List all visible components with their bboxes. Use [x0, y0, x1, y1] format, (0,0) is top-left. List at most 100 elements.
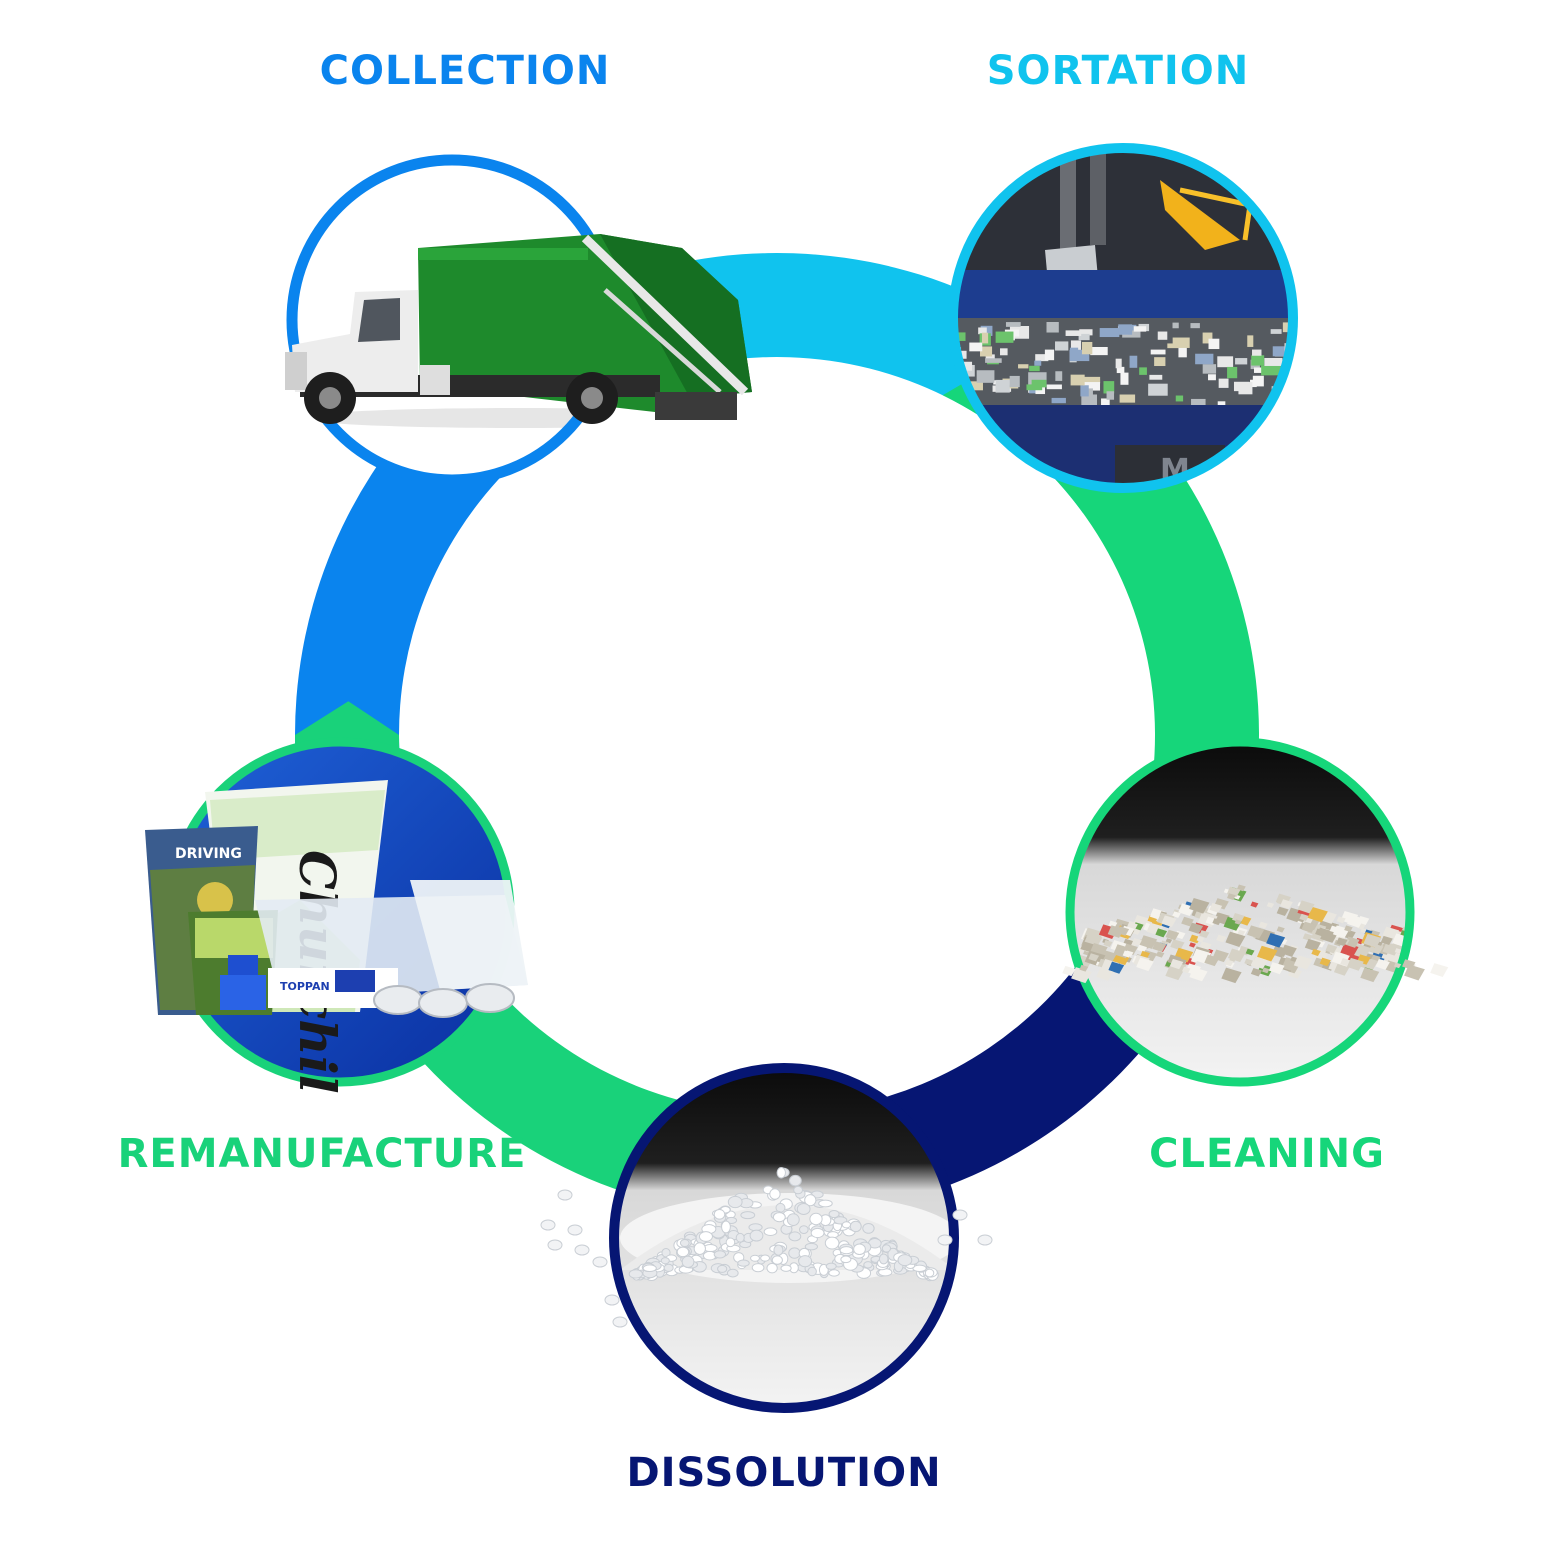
resin-pellet	[772, 1256, 782, 1264]
resin-pellet	[752, 1264, 764, 1272]
debris-piece	[1118, 324, 1132, 334]
debris-piece	[1018, 364, 1028, 368]
resin-pellet	[854, 1244, 866, 1255]
debris-piece	[977, 370, 995, 383]
debris-piece	[1071, 375, 1085, 386]
debris-piece	[1252, 350, 1261, 356]
resin-pellet	[800, 1226, 809, 1234]
debris-piece	[1173, 323, 1179, 329]
debris-piece	[969, 343, 982, 352]
resin-pellet	[882, 1245, 890, 1252]
debris-piece	[1209, 339, 1220, 349]
debris-piece	[1261, 366, 1281, 376]
debris-piece	[1235, 358, 1247, 364]
resin-pellet	[694, 1243, 705, 1255]
resin-pellet	[770, 1189, 780, 1199]
resin-pellet	[953, 1210, 967, 1220]
resin-pellet	[568, 1225, 582, 1235]
resin-pellet	[863, 1223, 874, 1233]
debris-piece	[1203, 364, 1216, 373]
debris-piece	[1100, 328, 1120, 337]
resin-pellet	[680, 1240, 689, 1247]
plastic-flake	[1412, 937, 1424, 946]
debris-piece	[1120, 373, 1128, 385]
resin-pellet	[842, 1222, 850, 1228]
debris-piece	[1090, 347, 1107, 355]
debris-piece	[985, 358, 1002, 363]
resin-pellet	[777, 1168, 785, 1179]
debris-piece	[1234, 382, 1250, 391]
resin-pellet	[548, 1240, 562, 1250]
resin-pellet	[741, 1212, 755, 1219]
resin-pellet	[682, 1256, 694, 1267]
debris-piece	[1148, 384, 1168, 396]
debris-piece	[1080, 385, 1088, 396]
debris-piece	[1151, 350, 1166, 355]
debris-piece	[1251, 355, 1264, 365]
resin-pellet	[978, 1235, 992, 1245]
resin-pellet	[643, 1265, 656, 1272]
resin-pellet	[879, 1254, 888, 1264]
debris-piece	[1158, 332, 1168, 340]
debris-piece	[1219, 379, 1229, 388]
debris-piece	[1254, 367, 1261, 372]
resin-pellet	[575, 1245, 589, 1255]
resin-pellet	[736, 1233, 744, 1242]
resin-pellet	[767, 1263, 777, 1273]
resin-pellet	[787, 1214, 799, 1226]
debris-piece	[1034, 361, 1041, 366]
resin-pellet	[764, 1228, 777, 1236]
resin-pellet	[938, 1235, 952, 1245]
debris-piece	[1130, 356, 1138, 368]
resin-pellet	[850, 1221, 861, 1231]
debris-piece	[1000, 348, 1008, 355]
debris-piece	[1253, 376, 1264, 387]
debris-piece	[1120, 395, 1135, 403]
resin-pellet	[789, 1175, 801, 1185]
debris-piece	[1264, 358, 1282, 366]
debris-piece	[1082, 342, 1092, 354]
resin-pellet	[661, 1258, 669, 1264]
resin-pellet	[840, 1247, 853, 1254]
cleaning-photo	[1062, 742, 1448, 1082]
stage-label-collection: COLLECTION	[320, 48, 611, 94]
debris-piece	[1046, 322, 1058, 333]
resin-pellet	[727, 1269, 738, 1277]
debris-piece	[1006, 322, 1021, 327]
debris-piece	[996, 332, 1014, 343]
resin-pellet	[811, 1228, 824, 1237]
debris-piece	[1055, 341, 1068, 350]
debris-piece	[1247, 335, 1253, 347]
resin-pellet	[718, 1265, 727, 1272]
resin-pellet	[774, 1245, 783, 1255]
resin-pellet	[761, 1255, 770, 1261]
debris-piece	[1052, 398, 1066, 403]
resin-pellet	[714, 1210, 725, 1220]
debris-piece	[1139, 367, 1147, 375]
resin-pellet	[605, 1295, 619, 1305]
debris-piece	[1047, 385, 1062, 390]
resin-pellet	[797, 1203, 810, 1214]
resin-pellet	[808, 1267, 816, 1276]
resin-pellet	[750, 1230, 763, 1241]
resin-pellet	[805, 1243, 817, 1250]
resin-pellet	[925, 1269, 934, 1277]
stage-label-cleaning: CLEANING	[1149, 1131, 1385, 1177]
resin-pellet	[826, 1263, 836, 1269]
debris-piece	[1010, 376, 1020, 387]
resin-pellet	[541, 1220, 555, 1230]
resin-pellet	[726, 1238, 735, 1247]
debris-piece	[1191, 399, 1206, 406]
debris-piece	[982, 333, 988, 344]
debris-piece	[1208, 374, 1216, 380]
resin-pellet	[829, 1210, 839, 1217]
resin-pellet	[722, 1221, 731, 1233]
resin-pellet	[825, 1237, 839, 1249]
resin-pellet	[593, 1257, 607, 1267]
toppan-text: TOPPAN	[280, 980, 330, 993]
debris-piece	[1032, 380, 1047, 388]
resin-pellet	[728, 1196, 742, 1207]
plastic-flake	[1430, 963, 1448, 977]
stage-label-dissolution: DISSOLUTION	[626, 1450, 941, 1496]
